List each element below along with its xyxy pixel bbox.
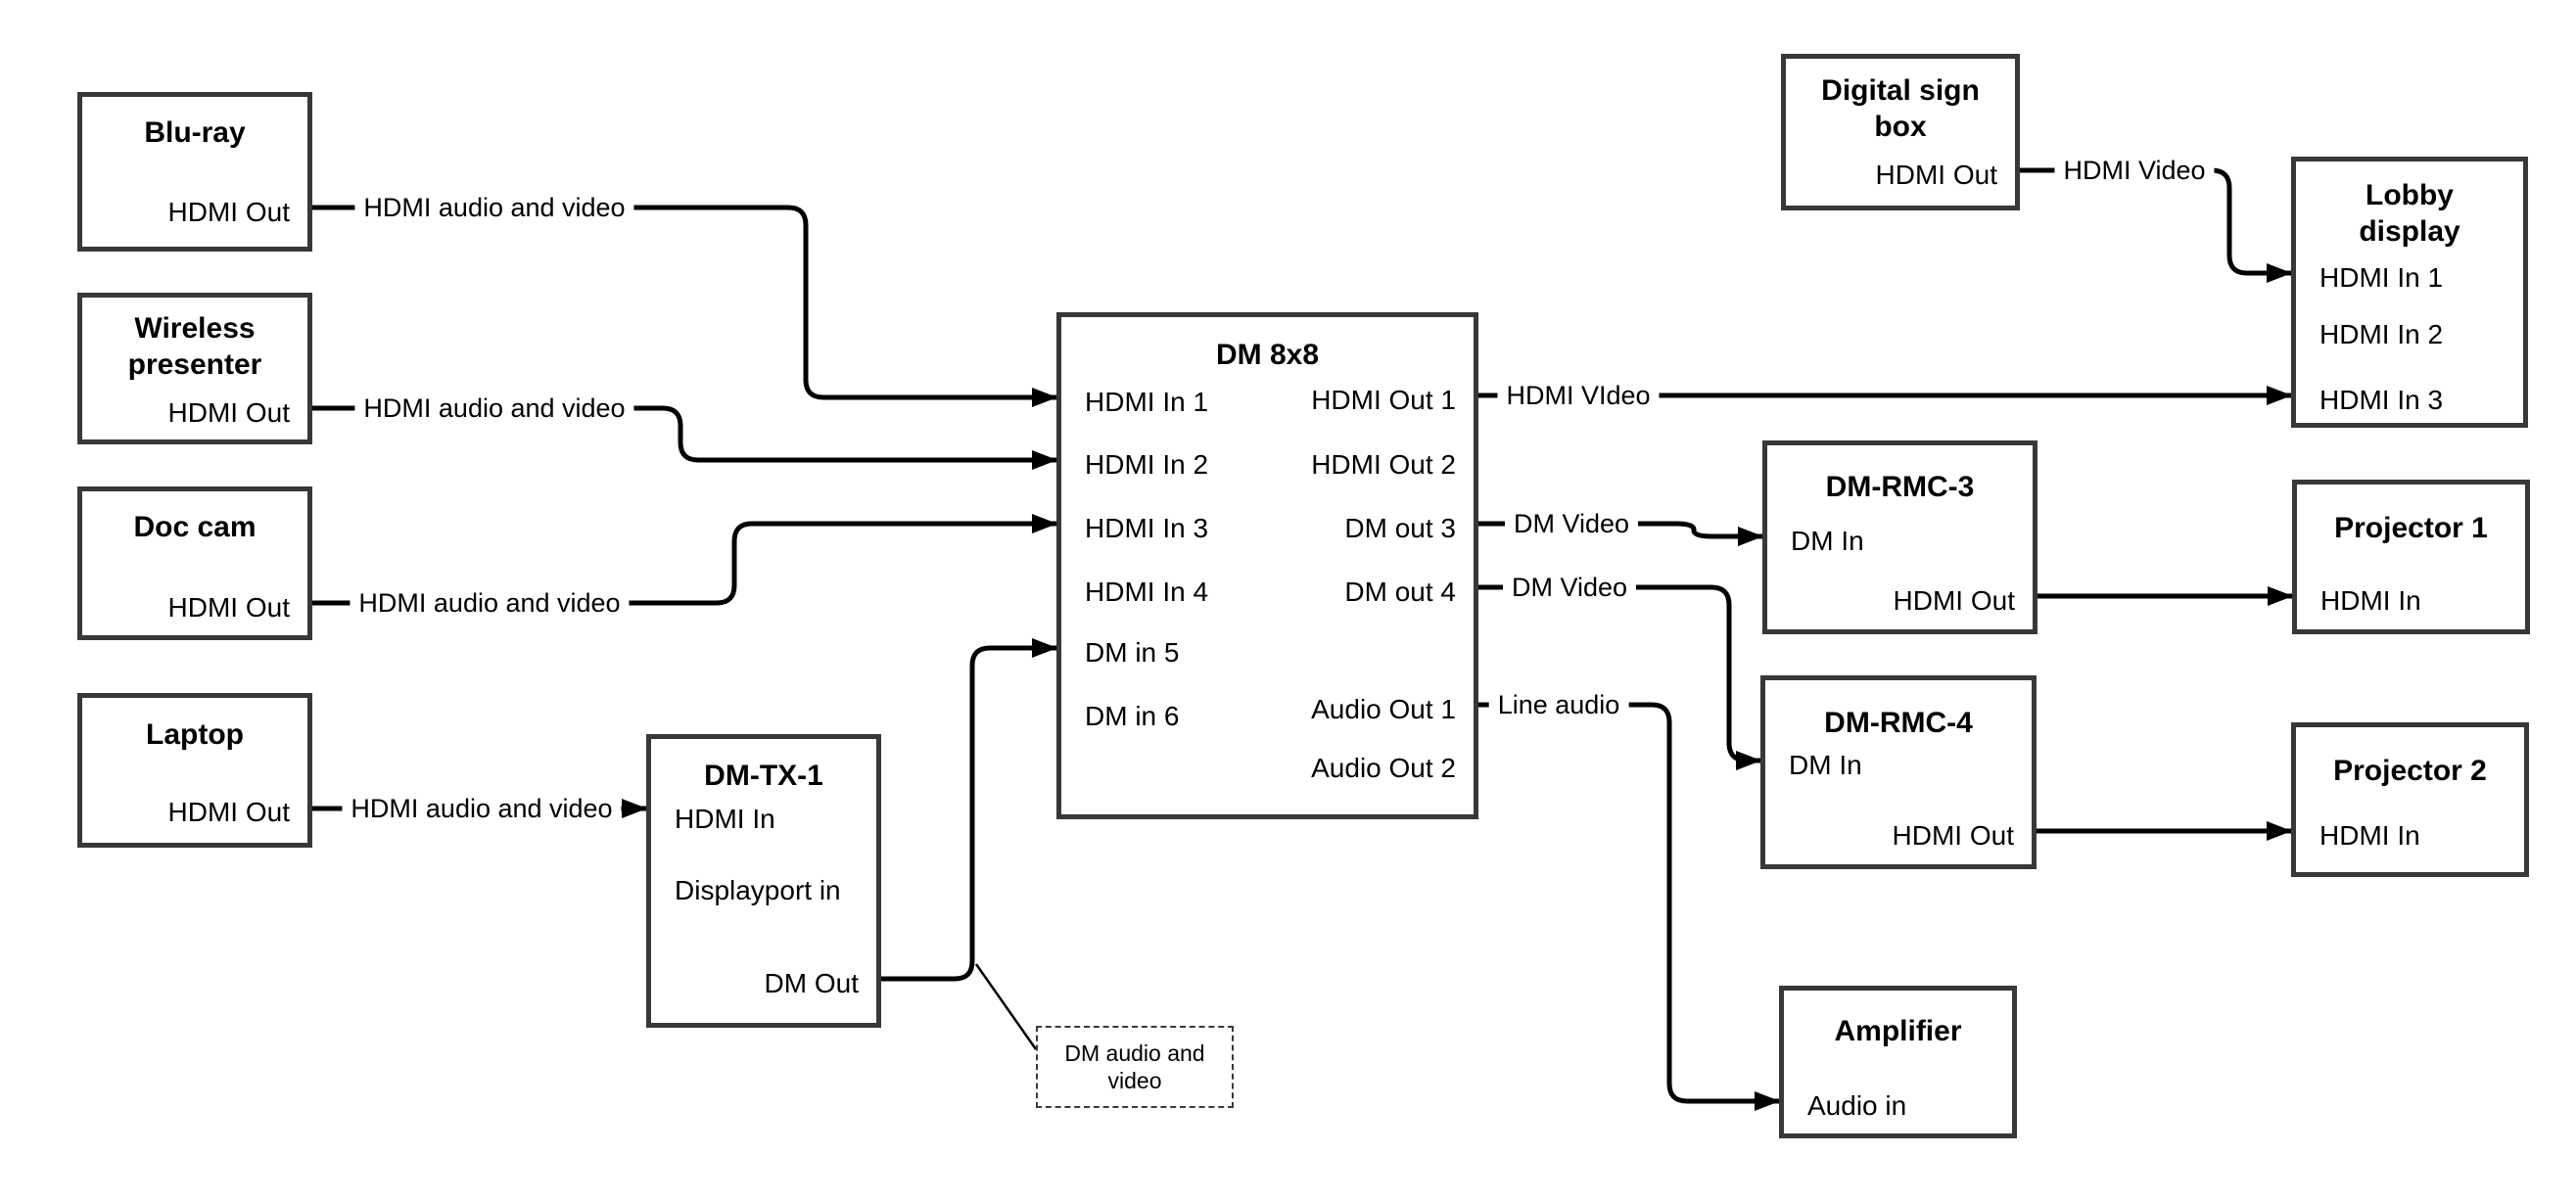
port-hdmi-in-1: HDMI In 1 [1085,387,1209,417]
node-digital-sign-box: Digital sign box HDMI Out [1781,54,2020,210]
edge-label-sign-hdmi-video: HDMI Video [2054,155,2215,186]
node-title: Projector 1 [2334,512,2488,544]
node-dm-rmc-4: DM-RMC-4 DM In HDMI Out [1760,675,2037,869]
edge-label-dm-video-out4: DM Video [1502,572,1637,603]
edge-dmtx1-to-dm8x8-in5 [881,638,1057,982]
node-projector-2: Projector 2 HDMI In [2291,722,2529,877]
port-hdmi-in-4: HDMI In 4 [1085,577,1209,607]
node-wireless-presenter: Wireless presenter HDMI Out [77,293,312,444]
port-hdmi-out: HDMI Out [1875,160,1997,190]
node-title: Wireless presenter [127,312,262,381]
node-title: Amplifier [1834,1015,1962,1047]
port-dm-in-5: DM in 5 [1085,637,1180,668]
port-dm-out: DM Out [764,968,859,998]
edge-doccam-to-dm8x8-in3 [312,514,1057,606]
port-dm-out-4: DM out 4 [1344,577,1456,607]
node-amplifier: Amplifier Audio in [1779,986,2017,1138]
node-title: Projector 2 [2333,755,2487,787]
port-hdmi-in: HDMI In [2319,820,2420,851]
edge-wireless-to-dm8x8-in2 [312,405,1057,470]
port-hdmi-out-2: HDMI Out 2 [1311,449,1456,480]
node-title: DM-RMC-4 [1824,707,1973,739]
port-displayport-in: Displayport in [675,875,841,905]
note-text: DM audio and video [1064,1040,1205,1093]
edge-sign-to-lobby-in1 [2020,167,2292,283]
edge-label-dm-video-out3: DM Video [1504,508,1639,539]
edge-dm8x8-audio1-to-amp [1478,702,1780,1111]
port-hdmi-in-2: HDMI In 2 [2319,319,2444,349]
edge-label-wireless: HDMI audio and video [354,393,634,424]
edge-dm8x8-out4-to-rmc4 [1478,584,1761,770]
node-title: Lobby display [2359,179,2460,248]
note-leader-line [974,963,1038,1050]
edge-dm8x8-out3-to-rmc3 [1478,521,1763,546]
port-dm-in-6: DM in 6 [1085,701,1180,731]
port-hdmi-out: HDMI Out [1893,585,2015,616]
port-audio-in: Audio in [1807,1090,1907,1121]
port-hdmi-out: HDMI Out [167,592,290,623]
node-bluray: Blu-ray HDMI Out [77,92,312,252]
port-audio-out-2: Audio Out 2 [1311,753,1456,783]
port-hdmi-out: HDMI Out [1892,820,2014,851]
port-hdmi-in-3: HDMI In 3 [1085,513,1209,543]
node-dm-tx-1: DM-TX-1 HDMI In Displayport in DM Out [646,734,881,1028]
node-title: Laptop [146,718,244,751]
port-hdmi-in-3: HDMI In 3 [2319,385,2444,415]
port-dm-in: DM In [1791,526,1864,556]
port-hdmi-out: HDMI Out [167,197,290,227]
node-title: DM 8x8 [1215,339,1320,371]
port-hdmi-out-1: HDMI Out 1 [1311,385,1456,415]
node-title: Digital sign box [1821,74,1980,143]
port-hdmi-in: HDMI In [675,804,775,834]
edge-label-doccam: HDMI audio and video [350,587,630,619]
port-hdmi-out: HDMI Out [167,397,290,428]
node-title: Blu-ray [144,116,246,149]
port-hdmi-in: HDMI In [2320,585,2421,616]
edge-label-bluray: HDMI audio and video [354,192,634,223]
edge-label-hdmi-video-out1: HDMI VIdeo [1497,380,1660,411]
port-hdmi-in-1: HDMI In 1 [2319,262,2444,293]
note-dm-audio-and-video: DM audio and video [1036,1026,1234,1108]
node-projector-1: Projector 1 HDMI In [2292,480,2530,634]
node-title: DM-RMC-3 [1825,471,1975,503]
node-laptop: Laptop HDMI Out [77,693,312,848]
edge-label-line-audio: Line audio [1488,689,1629,720]
edge-bluray-to-dm8x8-in1 [312,205,1057,407]
node-dm-rmc-3: DM-RMC-3 DM In HDMI Out [1762,440,2037,634]
node-dm-8x8: DM 8x8 HDMI In 1 HDMI In 2 HDMI In 3 HDM… [1056,312,1478,819]
port-audio-out-1: Audio Out 1 [1311,694,1456,724]
node-doc-cam: Doc cam HDMI Out [77,486,312,640]
node-title: Doc cam [133,511,257,543]
edge-label-laptop: HDMI audio and video [342,793,622,824]
port-dm-out-3: DM out 3 [1344,513,1456,543]
port-dm-in: DM In [1789,750,1862,780]
node-title: DM-TX-1 [704,760,823,792]
node-lobby-display: Lobby display HDMI In 1 HDMI In 2 HDMI I… [2291,157,2528,428]
port-hdmi-out: HDMI Out [167,797,290,827]
port-hdmi-in-2: HDMI In 2 [1085,449,1209,480]
